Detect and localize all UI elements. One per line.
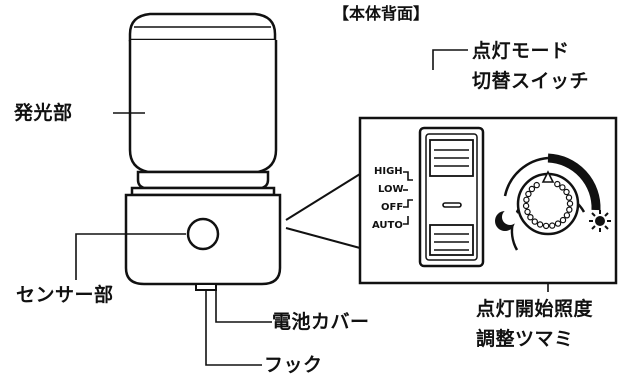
dial-scale-dot bbox=[536, 221, 544, 228]
dial-scale-dot bbox=[566, 206, 573, 213]
dial-scale-dot bbox=[563, 212, 571, 219]
sensor-window bbox=[186, 217, 220, 251]
dial-scale-dot bbox=[549, 222, 556, 229]
switch-position-auto: AUTO bbox=[372, 220, 403, 231]
dial-scale-dot bbox=[559, 216, 567, 224]
dial-scale-dot bbox=[533, 181, 540, 189]
dial-scale-dot bbox=[542, 222, 550, 230]
dial-scale-dot bbox=[566, 200, 574, 207]
hook-label: フック bbox=[264, 354, 323, 376]
back-view-label: 【本体背面】 bbox=[333, 4, 430, 23]
dial-scale-dot bbox=[523, 196, 530, 203]
switch-position-high: HIGH bbox=[374, 166, 403, 177]
light-emitting-label: 発光部 bbox=[14, 102, 73, 124]
hook-stub bbox=[195, 283, 217, 291]
dial-scale-dot bbox=[531, 218, 539, 225]
switch-position-off: OFF bbox=[381, 202, 404, 213]
dial-scale-dot bbox=[563, 188, 570, 196]
dial-scale-dot bbox=[554, 220, 562, 227]
moon-icon bbox=[495, 209, 518, 231]
dial-scale-dot bbox=[524, 208, 531, 216]
mode-switch[interactable] bbox=[418, 126, 485, 268]
mode-switch-label-line1: 点灯モード bbox=[472, 40, 570, 62]
sensor-label: センサー部 bbox=[16, 284, 114, 306]
body-rings bbox=[130, 170, 276, 197]
dial-scale-dot bbox=[522, 202, 530, 210]
dial-scale-dot bbox=[565, 194, 573, 201]
switch-position-low: LOW bbox=[378, 184, 404, 195]
light-emitting-part bbox=[128, 12, 278, 174]
dial-scale-dot bbox=[559, 184, 566, 191]
zoom-lines bbox=[285, 173, 361, 249]
dial-label-line2: 調整ツマミ bbox=[476, 328, 574, 350]
dial-scale-dot bbox=[528, 185, 536, 193]
dial-scale-dot bbox=[527, 213, 534, 221]
sun-icon bbox=[589, 210, 611, 232]
dial-scale-dot bbox=[554, 180, 561, 188]
battery-cover-label: 電池カバー bbox=[272, 311, 370, 333]
switch-brackets bbox=[403, 171, 413, 225]
triangle-pointer-icon bbox=[541, 170, 555, 183]
dial-label-line1: 点灯開始照度 bbox=[476, 298, 594, 320]
mode-switch-label-line2: 切替スイッチ bbox=[472, 70, 590, 92]
dial-scale-dots bbox=[522, 180, 574, 230]
dial-scale-dot bbox=[525, 190, 532, 198]
